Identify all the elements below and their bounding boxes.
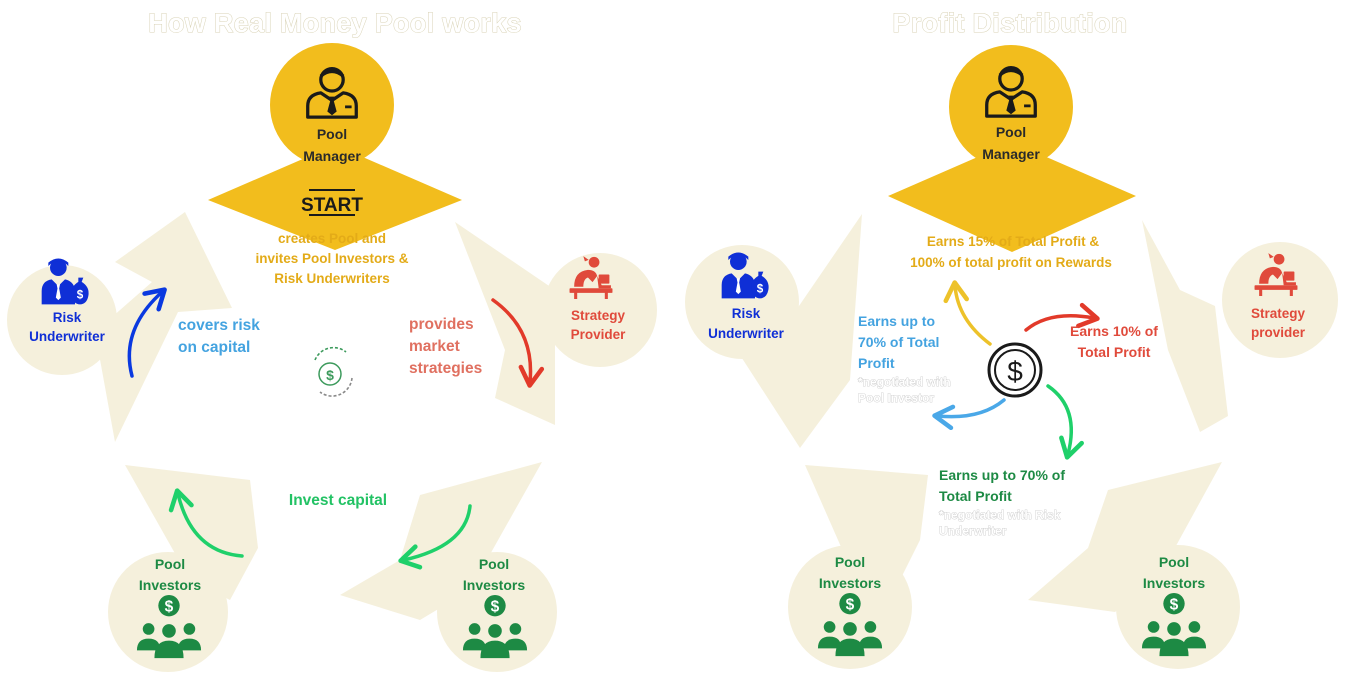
investors-left-label-line2: Investors <box>139 577 201 593</box>
manager-earn-line1: Earns 15% of Total Profit & <box>927 234 1100 249</box>
investors-right-label-line1: Pool <box>479 556 509 572</box>
manager-label-right-line1: Pool <box>996 124 1026 140</box>
strategy-label-line1: Strategy <box>571 308 626 323</box>
investor-note-line1: *negotiated with Risk <box>939 508 1061 522</box>
underwriter-bubble-right <box>685 245 799 359</box>
svg-text:$: $ <box>326 367 334 383</box>
provides-arrow <box>491 298 545 388</box>
investor-note-line2: Underwriter <box>939 524 1007 538</box>
provides-text-line2: market <box>409 338 460 355</box>
manager-label-line1: Pool <box>317 126 347 142</box>
strategy-label-line2: Provider <box>571 327 627 342</box>
investors-left-label-right-line2: Investors <box>819 575 881 591</box>
strategy-label-right-line1: Strategy <box>1251 306 1306 321</box>
investors-right-label-right-line1: Pool <box>1159 554 1189 570</box>
cycle-dollar-icon: $ <box>314 346 353 397</box>
strategy-share-arrow <box>1024 302 1100 332</box>
manager-diamond <box>208 145 462 250</box>
strategy-earn-line1: Earns 10% of <box>1070 323 1158 339</box>
underwriter-earn-line3: Profit <box>858 355 895 371</box>
underwriter-label-right-line2: Underwriter <box>708 326 785 341</box>
strategy-earn-line2: Total Profit <box>1078 344 1151 360</box>
left-panel-title: How Real Money Pool works <box>148 8 522 38</box>
invest-text: Invest capital <box>289 492 387 509</box>
covers-text-line1: covers risk <box>178 317 260 334</box>
strategy-label-right-line2: provider <box>1251 325 1306 340</box>
creates-text-line3: Risk Underwriters <box>274 271 390 286</box>
underwriter-note-line1: *negotiated with <box>858 375 951 389</box>
underwriter-earn-line1: Earns up to <box>858 313 935 329</box>
right-panel-title: Profit Distribution <box>892 8 1127 38</box>
left-panel: How Real Money Pool works Pool Manager S… <box>7 8 657 672</box>
creates-text-line1: creates Pool and <box>278 231 386 246</box>
manager-share-arrow <box>943 280 992 346</box>
investors-right-label-line2: Investors <box>463 577 525 593</box>
covers-text-line2: on capital <box>178 339 250 356</box>
right-panel: Profit Distribution Pool Manager Earns 1… <box>685 8 1338 669</box>
underwriter-label-line2: Underwriter <box>29 329 106 344</box>
investor-share-arrow <box>1046 384 1084 460</box>
covers-arrow <box>127 287 167 378</box>
creates-text-line2: invites Pool Investors & <box>255 251 408 266</box>
right-cycle-shapes <box>738 214 1228 612</box>
manager-label-line2: Manager <box>303 148 361 164</box>
invest-arrow-left <box>168 488 244 558</box>
invest-arrow-right <box>398 504 472 570</box>
start-badge: START <box>301 195 363 216</box>
svg-text:$: $ <box>1007 356 1023 387</box>
investors-left-label-line1: Pool <box>155 556 185 572</box>
investors-left-label-right-line1: Pool <box>835 554 865 570</box>
investor-earn-line2: Total Profit <box>939 488 1012 504</box>
underwriter-bubble <box>7 265 117 375</box>
strategy-bubble <box>543 253 657 367</box>
manager-earn-line2: 100% of total profit on Rewards <box>910 255 1112 270</box>
dollar-coin-icon: $ <box>987 342 1043 398</box>
underwriter-note-line2: Pool Investor <box>858 391 934 405</box>
underwriter-label-line1: Risk <box>53 310 82 325</box>
underwriter-label-right-line1: Risk <box>732 306 761 321</box>
underwriter-share-arrow <box>932 398 1006 431</box>
provides-text-line1: provides <box>409 316 474 333</box>
investor-earn-line1: Earns up to 70% of <box>939 467 1065 483</box>
manager-label-right-line2: Manager <box>982 146 1040 162</box>
underwriter-earn-line2: 70% of Total <box>858 334 939 350</box>
underwriter-icon <box>41 258 89 305</box>
provides-text-line3: strategies <box>409 360 482 377</box>
manager-diamond-right <box>888 142 1136 252</box>
investors-right-label-right-line2: Investors <box>1143 575 1205 591</box>
strategy-bubble-right <box>1222 242 1338 358</box>
